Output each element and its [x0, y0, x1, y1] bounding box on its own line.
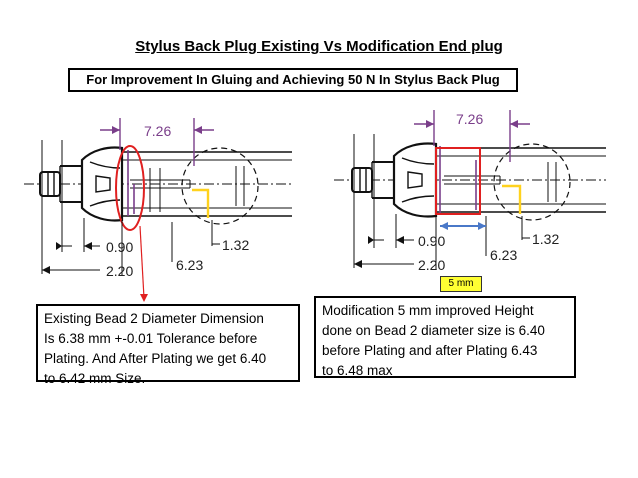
right-drawing [334, 110, 606, 270]
modification-note-box: Modification 5 mm improved Height done o… [314, 296, 576, 378]
left-dim-623: 6.23 [176, 257, 203, 273]
right-dim-623: 6.23 [490, 247, 517, 263]
page-title: Stylus Back Plug Existing Vs Modificatio… [135, 38, 503, 55]
five-mm-tag: 5 mm [440, 276, 482, 292]
left-dim-726: 7.26 [144, 123, 171, 139]
left-dim-132: 1.32 [222, 237, 249, 253]
right-dim-220: 2.20 [418, 257, 445, 273]
subtitle-box: For Improvement In Gluing and Achieving … [68, 68, 518, 92]
left-dim-220: 2.20 [106, 263, 133, 279]
right-dim-132: 1.32 [532, 231, 559, 247]
left-dim-090: 0.90 [106, 239, 133, 255]
left-drawing [24, 118, 292, 302]
right-dim-726: 7.26 [456, 111, 483, 127]
right-dim-090: 0.90 [418, 233, 445, 249]
existing-note-box: Existing Bead 2 Diameter Dimension Is 6.… [36, 304, 300, 386]
